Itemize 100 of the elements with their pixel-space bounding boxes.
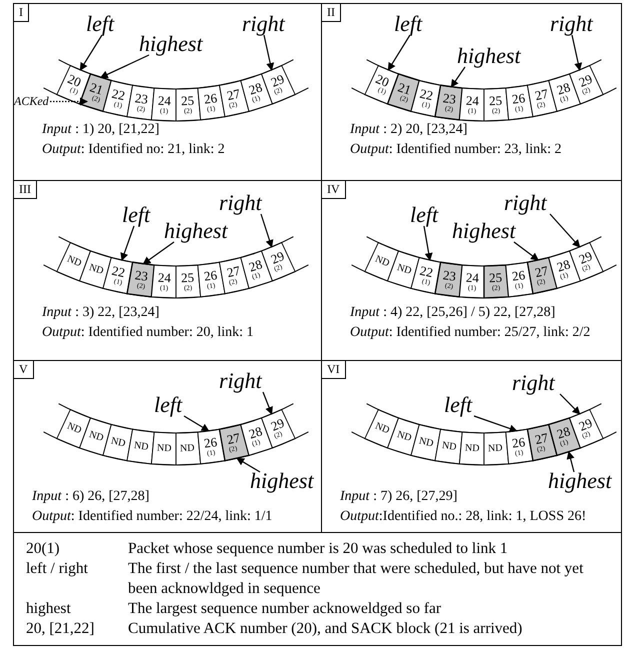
cell-label: ND bbox=[65, 254, 83, 270]
sequence-number: 22 bbox=[110, 264, 126, 280]
pointer-label: left bbox=[394, 12, 422, 36]
arrow bbox=[142, 242, 174, 264]
sequence-number: 25 bbox=[488, 94, 502, 108]
panel-number: V bbox=[13, 360, 34, 379]
panel bbox=[321, 3, 622, 181]
pointer-label: left bbox=[444, 393, 472, 417]
arrow bbox=[474, 415, 518, 432]
arrow bbox=[263, 34, 274, 71]
cell-label: ND bbox=[110, 436, 127, 450]
arrow bbox=[80, 34, 102, 71]
term-text: highest bbox=[26, 599, 72, 619]
cell-label: ND bbox=[464, 442, 480, 455]
arrow bbox=[514, 242, 539, 261]
sequence-number: 22 bbox=[418, 86, 434, 102]
sequence-number: 26 bbox=[203, 435, 218, 450]
sequence-number: 25 bbox=[488, 270, 502, 284]
panel bbox=[321, 180, 622, 361]
pointer-label: highest bbox=[457, 44, 521, 68]
input-text: Input : 6) 26, [27,28] bbox=[32, 489, 150, 505]
pointer-label: left bbox=[86, 12, 114, 36]
output-text: Output:Identified no.: 28, link: 1, LOSS 26! bbox=[340, 509, 586, 525]
cell-label: ND bbox=[395, 262, 413, 278]
cell-label: ND bbox=[156, 442, 172, 455]
cell-label: ND bbox=[65, 420, 83, 437]
cell-label: ND bbox=[180, 442, 196, 455]
panel-number: VI bbox=[321, 360, 346, 379]
pointer-label: highest bbox=[164, 219, 228, 243]
pointer-label: left bbox=[154, 393, 182, 417]
sequence-number: 28 bbox=[556, 424, 572, 441]
sequence-number: 26 bbox=[511, 268, 526, 283]
input-text: Input : 1) 20, [21,22] bbox=[42, 122, 160, 138]
panel bbox=[321, 360, 622, 533]
input-text: Input : 2) 20, [23,24] bbox=[350, 122, 468, 138]
sequence-number: 24 bbox=[466, 270, 480, 284]
output-text: Output: Identified number: 25/27, link: 2/2 bbox=[350, 325, 590, 341]
sequence-number: 25 bbox=[180, 94, 194, 108]
sequence-number: 27 bbox=[534, 264, 550, 280]
sequence-number: 28 bbox=[248, 424, 264, 441]
pointer-label: left bbox=[410, 203, 438, 227]
definition-text: Packet whose sequence number is 20 was scheduled to link 1 bbox=[128, 539, 509, 559]
output-text: Output: Identified no: 21, link: 2 bbox=[42, 142, 225, 158]
sequence-number: 28 bbox=[556, 80, 572, 97]
arrow bbox=[260, 214, 274, 248]
term-text: left / right bbox=[26, 559, 89, 579]
sequence-number: 21 bbox=[88, 80, 104, 97]
sequence-number: 27 bbox=[226, 430, 242, 446]
arrow bbox=[262, 392, 273, 415]
sequence-number: 22 bbox=[418, 264, 434, 280]
sequence-number: 23 bbox=[442, 268, 457, 283]
cell-label: ND bbox=[87, 262, 105, 278]
callout-label: ACKed bbox=[14, 94, 49, 109]
pointer-label: right bbox=[242, 12, 285, 36]
panel bbox=[13, 3, 322, 181]
sequence-number: 24 bbox=[158, 94, 172, 108]
definition-text: The largest sequence number acknoweldged so far bbox=[128, 599, 442, 619]
sequence-number: 27 bbox=[534, 86, 550, 102]
arrow bbox=[566, 450, 575, 472]
sequence-number: 28 bbox=[248, 258, 264, 274]
sequence-number: 22 bbox=[110, 86, 126, 102]
cell-label: ND bbox=[133, 440, 150, 454]
sequence-number: 28 bbox=[248, 80, 264, 97]
input-text: Input : 4) 22, [25,26] / 5) 22, [27,28] bbox=[350, 305, 556, 321]
arrow bbox=[550, 214, 580, 248]
arrow bbox=[100, 54, 150, 78]
cell-label: ND bbox=[373, 254, 391, 270]
pointer-label: highest bbox=[548, 469, 612, 493]
pointer-label: highest bbox=[250, 469, 314, 493]
panel-number: III bbox=[13, 180, 37, 199]
sequence-number: 23 bbox=[442, 91, 457, 106]
sequence-number: 26 bbox=[511, 435, 526, 450]
output-text: Output: Identified number: 22/24, link: 1/1 bbox=[32, 509, 272, 525]
definition-text: Cumulative ACK number (20), and SACK block (21 is arrived) bbox=[128, 619, 524, 639]
arrow bbox=[236, 458, 260, 473]
panel-number: II bbox=[321, 3, 341, 22]
sequence-number: 26 bbox=[511, 91, 526, 106]
cell-label: ND bbox=[373, 420, 391, 437]
output-text: Output: Identified number: 20, link: 1 bbox=[42, 325, 254, 341]
input-text: Input : 3) 22, [23,24] bbox=[42, 305, 160, 321]
cell-label: ND bbox=[441, 440, 458, 454]
pointer-label: highest bbox=[139, 32, 203, 56]
arrow bbox=[450, 66, 466, 88]
sequence-number: 21 bbox=[396, 80, 412, 97]
sequence-number: 26 bbox=[203, 91, 218, 106]
arrow bbox=[120, 226, 135, 262]
term-text: 20, [21,22] bbox=[26, 619, 96, 639]
dotted-arrow bbox=[50, 98, 88, 106]
term-text: 20(1) bbox=[26, 539, 61, 559]
pointer-label: left bbox=[122, 203, 150, 227]
input-text: Input : 7) 26, [27,29] bbox=[340, 489, 458, 505]
sequence-number: 27 bbox=[226, 86, 242, 102]
pointer-label: right bbox=[504, 191, 547, 215]
arrow bbox=[571, 34, 582, 71]
pointer-label: right bbox=[219, 191, 262, 215]
sequence-number: 27 bbox=[226, 264, 242, 280]
sequence-number: 24 bbox=[158, 270, 172, 284]
sequence-number: 24 bbox=[466, 94, 480, 108]
sequence-number: 25 bbox=[180, 270, 194, 284]
output-text: Output: Identified number: 23, link: 2 bbox=[350, 142, 562, 158]
